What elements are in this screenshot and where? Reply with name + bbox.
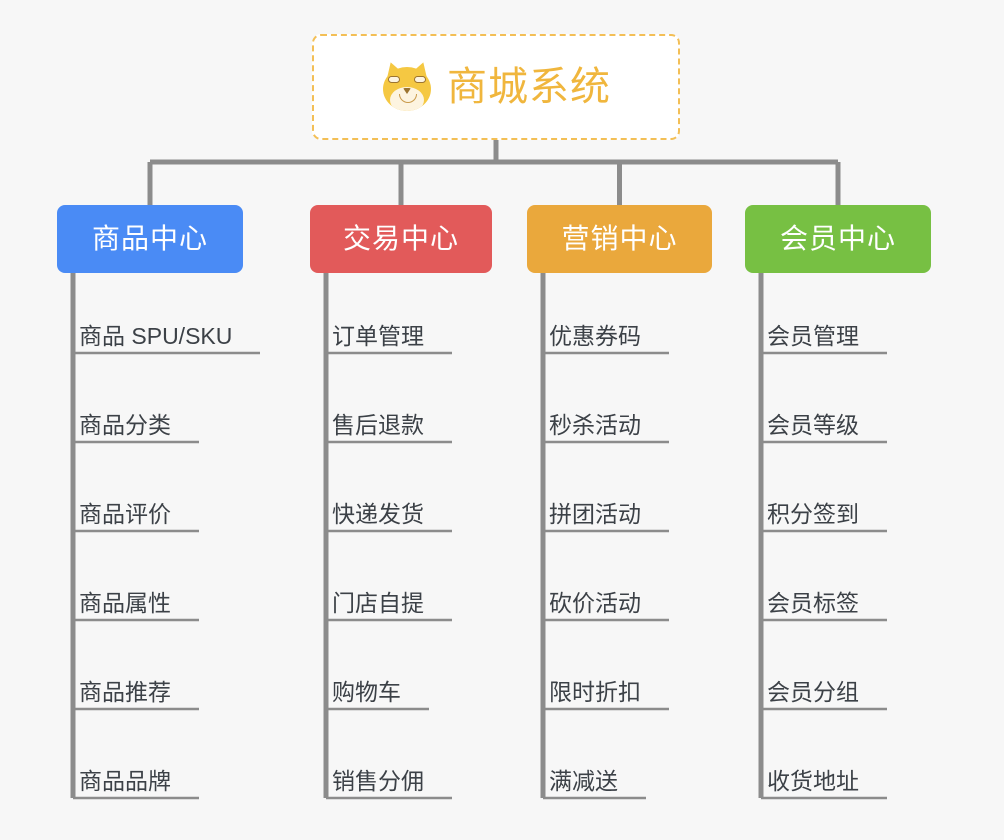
leaf-node[interactable]: 购物车 xyxy=(326,665,407,709)
leaf-label: 订单管理 xyxy=(332,322,424,349)
leaf-node[interactable]: 订单管理 xyxy=(326,309,430,353)
category-label: 营销中心 xyxy=(561,223,678,254)
leaf-node[interactable]: 门店自提 xyxy=(326,576,430,620)
category-label: 商品中心 xyxy=(91,223,208,254)
leaf-node[interactable]: 会员标签 xyxy=(761,576,865,620)
root-title: 商城系统 xyxy=(447,65,611,109)
leaf-label: 销售分佣 xyxy=(332,767,424,794)
leaf-node[interactable]: 销售分佣 xyxy=(326,754,430,798)
leaf-label: 满减送 xyxy=(549,767,618,794)
dog-nose-icon xyxy=(403,88,411,94)
leaf-label: 快递发货 xyxy=(332,500,424,527)
leaf-node[interactable]: 会员等级 xyxy=(761,398,865,442)
leaf-node[interactable]: 收货地址 xyxy=(761,754,865,798)
leaf-node[interactable]: 会员分组 xyxy=(761,665,865,709)
category-label: 会员中心 xyxy=(779,223,896,254)
leaf-label: 商品推荐 xyxy=(79,678,171,705)
leaf-label: 会员管理 xyxy=(767,322,859,349)
leaf-label: 商品分类 xyxy=(79,411,171,438)
dog-eye-left-icon xyxy=(388,76,400,83)
leaf-label: 收货地址 xyxy=(767,767,859,794)
leaf-label: 购物车 xyxy=(332,678,401,705)
leaf-label: 优惠券码 xyxy=(549,322,641,349)
leaf-label: 商品评价 xyxy=(79,500,171,527)
category-node-2[interactable]: 交易中心 xyxy=(310,205,492,273)
leaf-label: 会员标签 xyxy=(767,589,859,616)
dog-eye-right-icon xyxy=(414,76,426,83)
leaf-node[interactable]: 优惠券码 xyxy=(543,309,647,353)
leaf-node[interactable]: 商品属性 xyxy=(73,576,177,620)
leaf-node[interactable]: 会员管理 xyxy=(761,309,865,353)
leaf-node[interactable]: 商品品牌 xyxy=(73,754,177,798)
category-node-4[interactable]: 会员中心 xyxy=(745,205,931,273)
leaf-label: 门店自提 xyxy=(332,589,424,616)
leaf-label: 会员等级 xyxy=(767,411,859,438)
leaf-node[interactable]: 满减送 xyxy=(543,754,624,798)
leaf-node[interactable]: 商品 SPU/SKU xyxy=(73,309,238,353)
leaf-label: 积分签到 xyxy=(767,500,859,527)
category-label: 交易中心 xyxy=(342,223,459,254)
category-node-3[interactable]: 营销中心 xyxy=(527,205,712,273)
leaf-node[interactable]: 限时折扣 xyxy=(543,665,647,709)
category-node-1[interactable]: 商品中心 xyxy=(57,205,243,273)
leaf-node[interactable]: 积分签到 xyxy=(761,487,865,531)
leaf-label: 秒杀活动 xyxy=(549,411,641,438)
leaf-node[interactable]: 商品推荐 xyxy=(73,665,177,709)
leaf-label: 拼团活动 xyxy=(549,500,641,527)
leaf-label: 会员分组 xyxy=(767,678,859,705)
leaf-label: 商品品牌 xyxy=(79,767,171,794)
leaf-label: 商品 SPU/SKU xyxy=(79,322,233,349)
leaf-node[interactable]: 拼团活动 xyxy=(543,487,647,531)
root-node[interactable]: 商城系统 xyxy=(312,34,680,140)
leaf-label: 商品属性 xyxy=(79,589,171,616)
leaf-label: 售后退款 xyxy=(332,411,424,438)
leaf-node[interactable]: 砍价活动 xyxy=(543,576,647,620)
leaf-node[interactable]: 售后退款 xyxy=(326,398,430,442)
leaf-node[interactable]: 商品分类 xyxy=(73,398,177,442)
leaf-node[interactable]: 快递发货 xyxy=(326,487,430,531)
shiba-dog-icon xyxy=(381,59,433,113)
leaf-label: 限时折扣 xyxy=(549,678,641,705)
leaf-label: 砍价活动 xyxy=(549,589,641,616)
leaf-node[interactable]: 商品评价 xyxy=(73,487,177,531)
leaf-node[interactable]: 秒杀活动 xyxy=(543,398,647,442)
